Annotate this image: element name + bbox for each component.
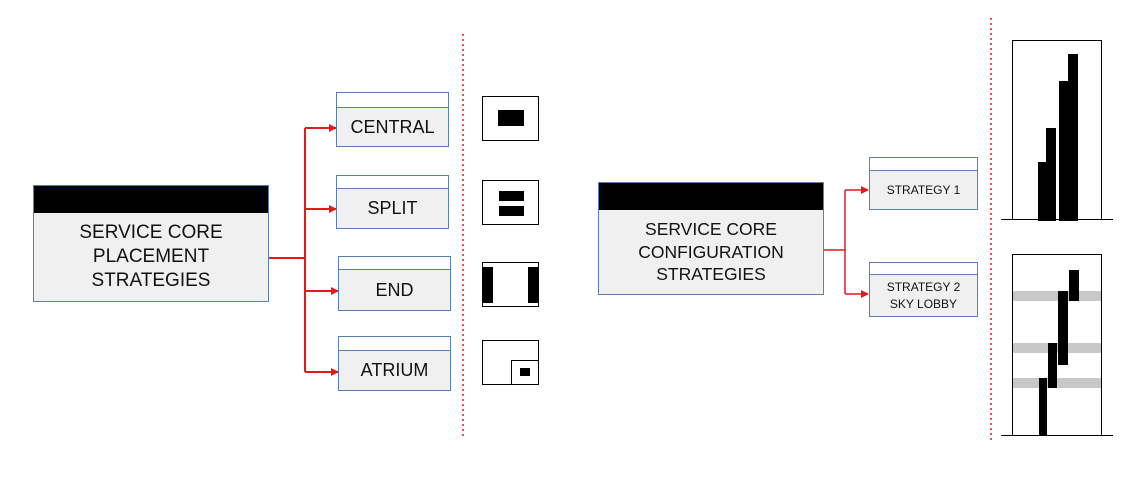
strategy-label: STRATEGY 1: [886, 183, 961, 197]
option-label: CENTRAL: [350, 116, 435, 137]
strategy-1: STRATEGY 1: [869, 157, 978, 210]
central-core-icon: [482, 96, 539, 141]
sky-lobby-base-line: [1001, 435, 1113, 436]
configuration-box-header: [599, 183, 823, 210]
strategy-2: STRATEGY 2 SKY LOBBY: [869, 262, 978, 317]
configuration-connector: [824, 186, 869, 298]
end-core-icon: [482, 262, 539, 307]
option-central: CENTRAL: [336, 92, 449, 147]
option-label: SPLIT: [367, 198, 418, 218]
placement-strategies-box: SERVICE CORE PLACEMENT STRATEGIES: [33, 185, 269, 302]
stepped-cores-icon: [1012, 40, 1102, 221]
atrium-core-icon: [482, 340, 539, 385]
configuration-title: SERVICE CORE CONFIGURATION STRATEGIES: [638, 219, 784, 285]
sky-lobby-band: [1013, 291, 1101, 301]
option-label: ATRIUM: [360, 360, 429, 380]
stepped-base-line: [1001, 219, 1113, 220]
option-label: END: [375, 279, 414, 300]
option-split: SPLIT: [336, 175, 449, 229]
option-atrium: ATRIUM: [338, 336, 451, 391]
sky-lobby-band: [1013, 343, 1101, 353]
placement-title: SERVICE CORE PLACEMENT STRATEGIES: [79, 221, 223, 292]
sky-lobby-band: [1013, 378, 1101, 388]
split-core-icon: [482, 180, 539, 225]
placement-connector: [269, 124, 339, 376]
strategy-label: STRATEGY 2 SKY LOBBY: [886, 280, 961, 311]
configuration-strategies-box: SERVICE CORE CONFIGURATION STRATEGIES: [598, 182, 824, 295]
sky-lobby-cores-icon: [1012, 254, 1102, 436]
placement-box-header: [34, 186, 268, 213]
option-end: END: [338, 256, 451, 311]
